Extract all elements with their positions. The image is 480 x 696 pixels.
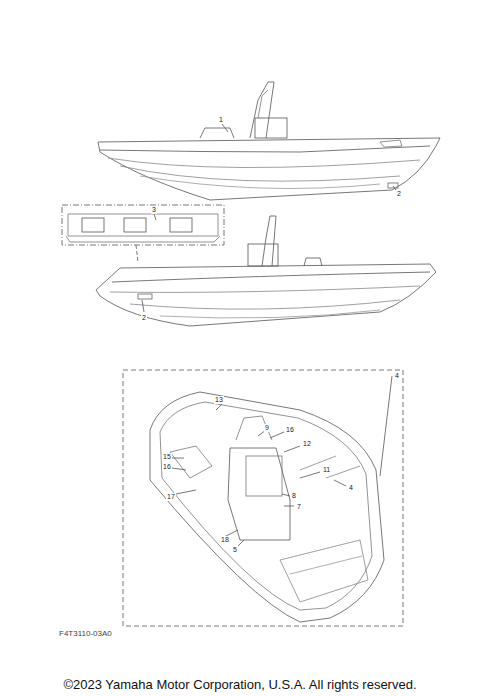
- callout-number: 11: [322, 466, 331, 474]
- callout-number: 4: [348, 484, 354, 492]
- inset-stern-view: [62, 205, 224, 262]
- callout-number: 13: [214, 396, 224, 404]
- callout-number: 17: [166, 493, 176, 501]
- drawing-code: F4T3110-03A0: [58, 630, 113, 638]
- callout-number: 5: [232, 546, 238, 554]
- callout-number: 1: [218, 116, 224, 124]
- callout-number: 2: [396, 190, 402, 198]
- callout-number: 12: [302, 440, 312, 448]
- callout-number: 8: [291, 492, 297, 500]
- callout-number: 7: [296, 503, 302, 511]
- callout-number: 18: [220, 536, 230, 544]
- callout-number: 16: [162, 463, 172, 471]
- kit-frame: [123, 370, 403, 626]
- callout-number: 16: [285, 426, 295, 434]
- callout-number: 3: [151, 206, 157, 214]
- callout-number: 4: [394, 372, 400, 380]
- boat-top-view: [150, 376, 392, 622]
- callout-number: 9: [264, 424, 270, 432]
- callout-number: 15: [162, 453, 172, 461]
- boat-side-port: [96, 216, 436, 326]
- boat-side-starboard: [98, 82, 440, 200]
- copyright-caption: ©2023 Yamaha Motor Corporation, U.S.A. A…: [63, 677, 416, 692]
- callout-number: 2: [141, 314, 147, 322]
